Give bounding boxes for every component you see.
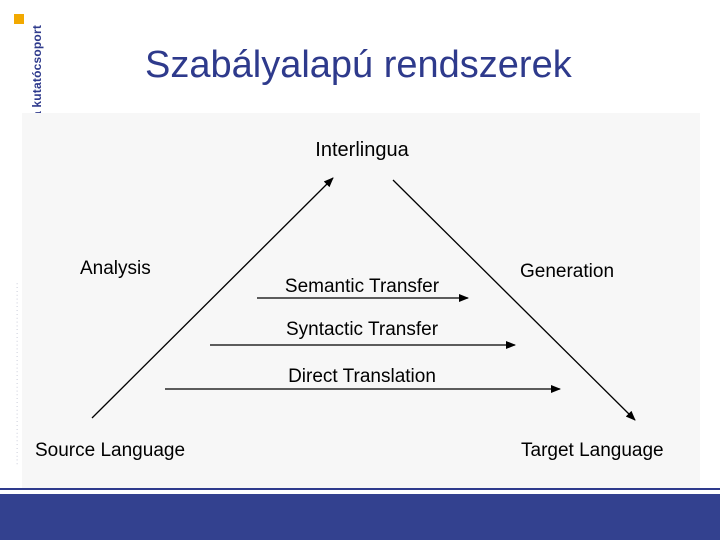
page-title: Szabályalapú rendszerek xyxy=(145,44,572,86)
syntactic-transfer-label: Syntactic Transfer xyxy=(286,319,439,340)
logo-square xyxy=(14,14,24,24)
direct-translation-label: Direct Translation xyxy=(288,366,436,387)
analysis-arrow xyxy=(91,177,334,419)
footer-bar xyxy=(0,494,720,540)
diagram-panel xyxy=(22,113,700,488)
footer-rule xyxy=(0,488,720,490)
generation-arrow xyxy=(392,179,636,421)
analysis-label: Analysis xyxy=(80,258,151,279)
semantic-transfer-label: Semantic Transfer xyxy=(285,276,440,297)
generation-label: Generation xyxy=(520,261,614,282)
target-language-label: Target Language xyxy=(521,440,664,461)
source-language-label: Source Language xyxy=(35,440,185,461)
interlingua-label: Interlingua xyxy=(315,139,409,161)
